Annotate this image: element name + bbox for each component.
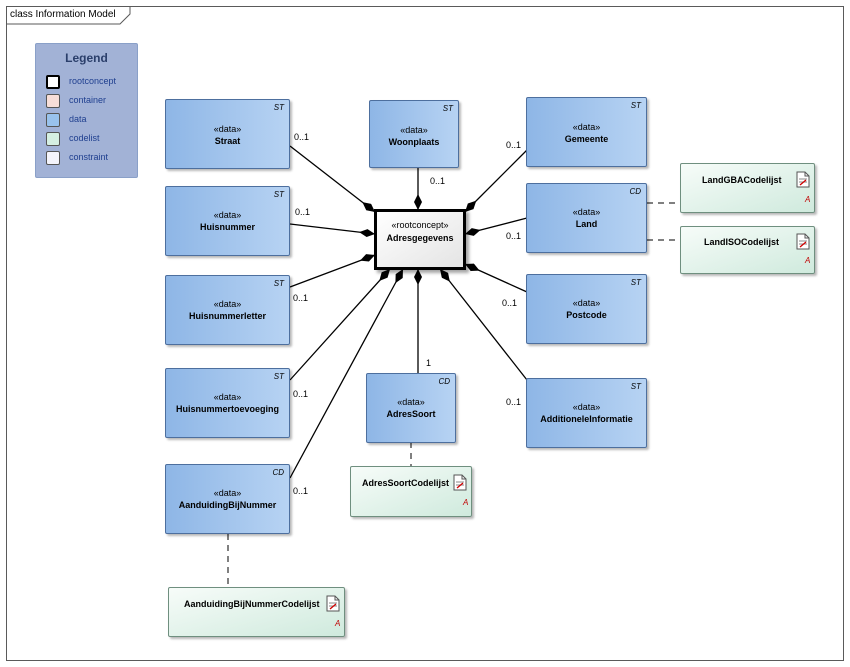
class-huisnummerletter[interactable]: ST «data» Huisnummerletter: [165, 275, 290, 345]
codelist-landgba[interactable]: LandGBACodelijst A: [680, 163, 815, 213]
class-name: Huisnummerletter: [188, 311, 267, 321]
codelist-adressoort[interactable]: AdresSoortCodelijst A: [350, 466, 472, 517]
class-gemeente[interactable]: ST «data» Gemeente: [526, 97, 647, 167]
legend-label: data: [69, 114, 87, 124]
multiplicity-aanduidingbijnummer: 0..1: [293, 486, 309, 496]
multiplicity-huisnummer: 0..1: [295, 207, 311, 217]
legend-swatch-data: [46, 113, 60, 127]
class-name: Postcode: [566, 310, 607, 320]
class-stereotype: «data»: [572, 402, 601, 412]
codelist-aanduidingbijnummer[interactable]: AanduidingBijNummerCodelijst A: [168, 587, 345, 637]
document-icon: [453, 474, 467, 491]
class-stereotype: «data»: [572, 298, 601, 308]
class-name: Straat: [214, 136, 241, 146]
class-type-tag: CD: [438, 377, 450, 386]
assoc-huisnummertoevoeging[interactable]: [289, 268, 391, 381]
class-stereotype: «data»: [397, 397, 425, 407]
class-type-tag: CD: [272, 468, 284, 477]
assoc-huisnummer[interactable]: [289, 223, 376, 238]
multiplicity-huisnummertoevoeging: 0..1: [293, 389, 309, 399]
class-land[interactable]: CD «data» Land: [526, 183, 647, 253]
class-name: AanduidingBijNummer: [178, 500, 277, 510]
class-type-tag: CD: [629, 187, 641, 196]
class-straat[interactable]: ST «data» Straat: [165, 99, 290, 169]
legend-swatch-codelist: [46, 132, 60, 146]
diagram-title: class Information Model: [10, 9, 116, 20]
multiplicity-additioneleinformatie: 0..1: [506, 397, 522, 407]
class-stereotype: «data»: [213, 210, 242, 220]
assoc-land[interactable]: [464, 217, 528, 236]
codelist-mark: A: [805, 195, 811, 204]
class-huisnummer[interactable]: ST «data» Huisnummer: [165, 186, 290, 256]
class-type-tag: ST: [442, 104, 453, 113]
assoc-postcode[interactable]: [464, 263, 528, 293]
assoc-straat[interactable]: [289, 145, 376, 213]
document-icon: [796, 233, 810, 250]
class-stereotype: «data»: [213, 299, 242, 309]
class-adressoort[interactable]: CD «data» AdresSoort: [366, 373, 456, 443]
codelist-name: AanduidingBijNummerCodelijst: [184, 599, 320, 609]
multiplicity-woonplaats: 0..1: [430, 176, 446, 186]
document-icon: [796, 171, 810, 188]
assoc-additioneleinformatie[interactable]: [439, 268, 528, 381]
legend-label: container: [69, 95, 107, 105]
class-stereotype: «rootconcept»: [391, 220, 449, 230]
class-stereotype: «data»: [213, 488, 242, 498]
class-name: AdditioneleInformatie: [540, 414, 633, 424]
multiplicity-straat: 0..1: [294, 132, 310, 142]
class-stereotype: «data»: [572, 207, 601, 217]
class-stereotype: «data»: [572, 122, 601, 132]
codelist-name: LandISOCodelijst: [704, 237, 780, 247]
codelist-name: AdresSoortCodelijst: [362, 478, 450, 488]
legend-swatch-container: [46, 94, 60, 108]
class-woonplaats[interactable]: ST «data» Woonplaats: [369, 100, 459, 168]
codelist-name: LandGBACodelijst: [702, 175, 782, 185]
class-postcode[interactable]: ST «data» Postcode: [526, 274, 647, 344]
assoc-gemeente[interactable]: [464, 149, 528, 213]
class-name: AdresSoort: [386, 409, 436, 419]
class-huisnummertoevoeging[interactable]: ST «data» Huisnummertoevoeging: [165, 368, 290, 438]
legend-label: rootconcept: [69, 76, 117, 86]
legend-label: constraint: [69, 152, 109, 162]
class-name: Adresgegevens: [386, 233, 454, 243]
codelist-mark: A: [335, 619, 341, 628]
class-type-tag: ST: [630, 101, 641, 110]
class-type-tag: ST: [630, 382, 641, 391]
codelist-mark: A: [805, 256, 811, 265]
class-type-tag: ST: [273, 279, 284, 288]
multiplicity-postcode: 0..1: [502, 298, 518, 308]
codelist-landiso[interactable]: LandISOCodelijst A: [680, 226, 815, 274]
class-name: Woonplaats: [388, 137, 440, 147]
class-type-tag: ST: [273, 190, 284, 199]
assoc-huisnummerletter[interactable]: [289, 254, 376, 288]
legend-swatch-constraint: [46, 151, 60, 165]
codelist-mark: A: [463, 498, 469, 507]
class-name: Huisnummertoevoeging: [175, 404, 279, 414]
class-additioneleinformatie[interactable]: ST «data» AdditioneleInformatie: [526, 378, 647, 448]
class-adresgegevens[interactable]: «rootconcept» Adresgegevens: [374, 209, 466, 270]
class-stereotype: «data»: [213, 124, 242, 134]
class-stereotype: «data»: [213, 392, 242, 402]
diagram-frame: [6, 6, 844, 661]
document-icon: [326, 595, 340, 612]
legend-swatch-rootconcept: [46, 75, 60, 89]
class-type-tag: ST: [273, 372, 284, 381]
legend: Legend rootconcept container data codeli…: [35, 43, 138, 178]
class-aanduidingbijnummer[interactable]: CD «data» AanduidingBijNummer: [165, 464, 290, 534]
class-stereotype: «data»: [400, 125, 428, 135]
multiplicity-land: 0..1: [506, 231, 522, 241]
multiplicity-adressoort: 1: [426, 358, 432, 368]
legend-title: Legend: [65, 51, 108, 65]
multiplicity-huisnummerletter: 0..1: [293, 293, 309, 303]
legend-label: codelist: [69, 133, 100, 143]
class-name: Huisnummer: [199, 222, 255, 232]
assoc-aanduidingbijnummer[interactable]: [289, 268, 404, 479]
class-type-tag: ST: [273, 103, 284, 112]
class-type-tag: ST: [630, 278, 641, 287]
class-name: Gemeente: [564, 134, 609, 144]
class-name: Land: [575, 219, 598, 229]
multiplicity-gemeente: 0..1: [506, 140, 522, 150]
